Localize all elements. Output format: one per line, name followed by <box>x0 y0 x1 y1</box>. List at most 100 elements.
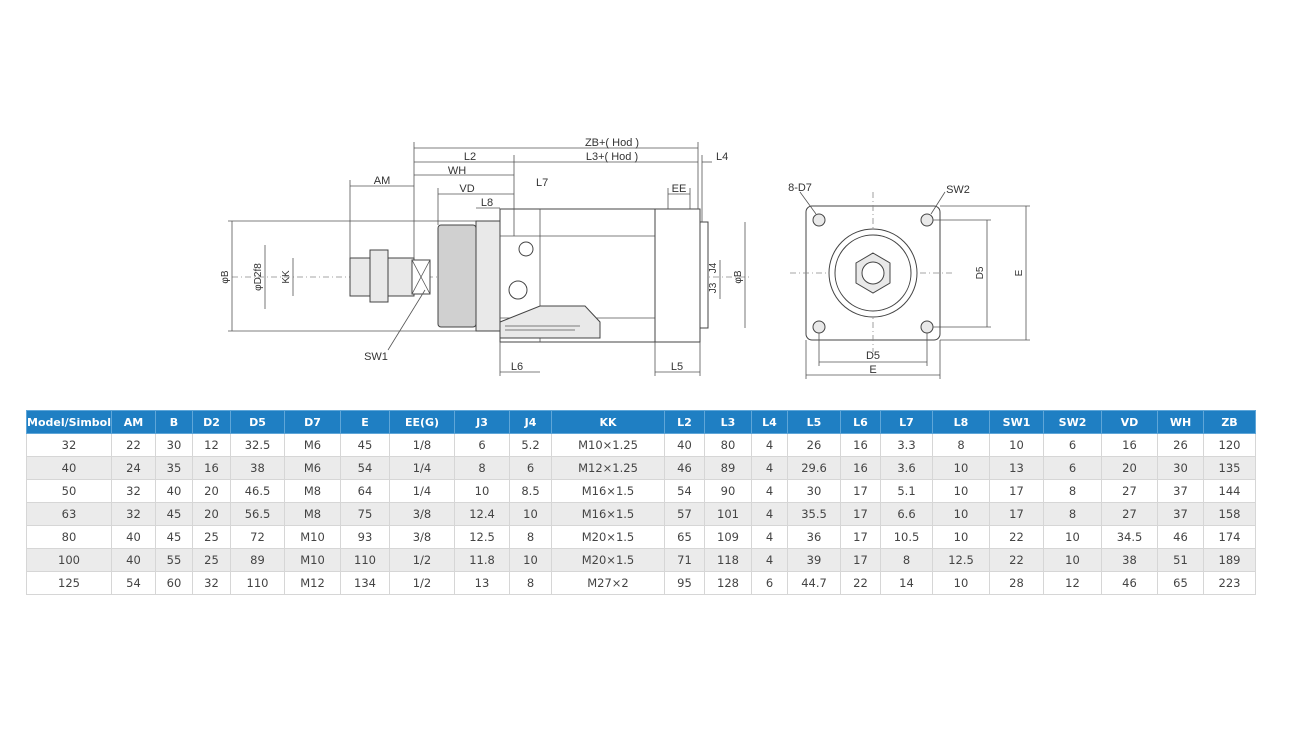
table-cell: 8 <box>509 571 552 595</box>
table-cell: 128 <box>704 571 752 595</box>
end-view: 8-D7 SW2 D5 E D5 E <box>788 182 1030 379</box>
table-cell: 13 <box>989 456 1044 480</box>
table-cell: 38 <box>1101 548 1158 572</box>
label-d7: 8-D7 <box>788 182 812 194</box>
label-wh: WH <box>448 165 466 177</box>
column-header: L3 <box>704 410 752 434</box>
table-cell: 30 <box>787 479 841 503</box>
label-b-left: φB <box>220 270 231 283</box>
table-cell: 65 <box>664 525 705 549</box>
front-flange <box>475 220 501 332</box>
table-cell: 32 <box>111 502 156 526</box>
bolt-hole <box>812 320 826 334</box>
table-cell: 8 <box>1043 479 1102 503</box>
column-header: WH <box>1157 410 1204 434</box>
table-cell: 189 <box>1203 548 1256 572</box>
table-cell: 46 <box>1101 571 1158 595</box>
label-kk: KK <box>281 270 292 284</box>
table-cell: 12.4 <box>454 502 510 526</box>
table-cell: 93 <box>340 525 390 549</box>
rear-cap <box>699 221 709 329</box>
column-header: L8 <box>932 410 990 434</box>
table-cell: 144 <box>1203 479 1256 503</box>
table-cell: 40 <box>26 456 112 480</box>
table-cell: 71 <box>664 548 705 572</box>
column-header: E <box>340 410 390 434</box>
table-cell: 32 <box>26 433 112 457</box>
table-cell: 110 <box>230 571 285 595</box>
table-cell: 10 <box>932 456 990 480</box>
table-cell: 120 <box>1203 433 1256 457</box>
table-cell: 54 <box>111 571 156 595</box>
table-cell: 6 <box>751 571 788 595</box>
table-cell: 8.5 <box>509 479 552 503</box>
table-cell: 46 <box>664 456 705 480</box>
table-cell: 75 <box>340 502 390 526</box>
table-cell: 39 <box>787 548 841 572</box>
table-cell: 32 <box>111 479 156 503</box>
table-cell: 4 <box>751 548 788 572</box>
table-cell: 40 <box>111 525 156 549</box>
table-cell: 1/2 <box>389 571 455 595</box>
column-header: AM <box>111 410 156 434</box>
table-cell: 10 <box>509 548 552 572</box>
table-cell: 45 <box>155 502 193 526</box>
table-cell: 40 <box>111 548 156 572</box>
column-header: KK <box>551 410 665 434</box>
table-cell: M16×1.5 <box>551 502 665 526</box>
label-am: AM <box>374 175 391 187</box>
table-cell: 10.5 <box>880 525 933 549</box>
table-cell: M10 <box>284 548 341 572</box>
table-cell: 1/4 <box>389 479 455 503</box>
column-header: B <box>155 410 193 434</box>
label-sw2: SW2 <box>946 184 970 196</box>
table-cell: 135 <box>1203 456 1256 480</box>
table-cell: 22 <box>111 433 156 457</box>
table-cell: 16 <box>192 456 231 480</box>
table-cell: 63 <box>26 502 112 526</box>
table-cell: 26 <box>787 433 841 457</box>
column-header: L6 <box>840 410 881 434</box>
table-cell: 30 <box>1157 456 1204 480</box>
table-cell: 40 <box>664 433 705 457</box>
table-cell: 90 <box>704 479 752 503</box>
table-cell: 30 <box>155 433 193 457</box>
table-cell: M20×1.5 <box>551 525 665 549</box>
table-cell: 6 <box>1043 433 1102 457</box>
table-cell: 26 <box>1157 433 1204 457</box>
table-cell: M8 <box>284 479 341 503</box>
table-cell: 20 <box>1101 456 1158 480</box>
table-cell: 25 <box>192 548 231 572</box>
table-cell: 17 <box>840 548 881 572</box>
table-cell: 8 <box>880 548 933 572</box>
column-header: J3 <box>454 410 510 434</box>
table-cell: 16 <box>1101 433 1158 457</box>
table-cell: 10 <box>932 479 990 503</box>
table-cell: 20 <box>192 502 231 526</box>
column-header: L5 <box>787 410 841 434</box>
column-header: D7 <box>284 410 341 434</box>
rod-nut <box>369 249 389 303</box>
table-cell: 46 <box>1157 525 1204 549</box>
table-cell: 10 <box>932 571 990 595</box>
table-cell: 32.5 <box>230 433 285 457</box>
label-d5-bottom: D5 <box>866 350 880 362</box>
table-cell: 29.6 <box>787 456 841 480</box>
table-cell: 6.6 <box>880 502 933 526</box>
label-d5-side: D5 <box>975 266 986 279</box>
front-cover <box>437 224 477 328</box>
column-header: ZB <box>1203 410 1256 434</box>
column-header: D2 <box>192 410 231 434</box>
table-cell: M12 <box>284 571 341 595</box>
table-cell: 101 <box>704 502 752 526</box>
table-cell: 3/8 <box>389 502 455 526</box>
table-cell: 1/4 <box>389 456 455 480</box>
table-cell: 125 <box>26 571 112 595</box>
column-header: EE(G) <box>389 410 455 434</box>
table-cell: 20 <box>192 479 231 503</box>
table-cell: 25 <box>192 525 231 549</box>
table-cell: 54 <box>340 456 390 480</box>
